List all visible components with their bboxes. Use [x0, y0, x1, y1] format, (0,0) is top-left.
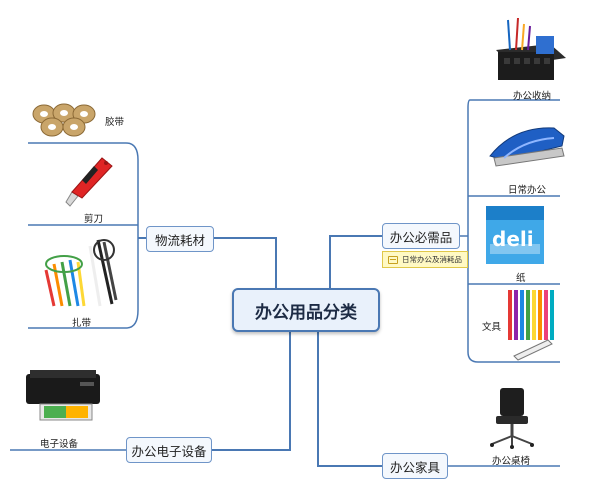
desk-organizer-image: [496, 17, 566, 80]
topic-electronics[interactable]: 办公电子设备: [126, 437, 212, 463]
leaf-stationery[interactable]: 文具: [482, 322, 502, 333]
leaf-scissors[interactable]: 剪刀: [84, 214, 104, 225]
topic-furniture[interactable]: 办公家具: [382, 453, 448, 479]
leaf-desk-chair[interactable]: 办公桌椅: [492, 456, 531, 467]
utility-knife-image: [65, 157, 113, 207]
leaf-paper[interactable]: 纸: [516, 273, 526, 284]
paper-pack-image: deli: [486, 206, 544, 264]
leaf-electronic-devices[interactable]: 电子设备: [40, 439, 79, 450]
note-icon: [388, 255, 398, 264]
cable-ties-image: [44, 239, 118, 307]
topic-supplies[interactable]: 办公必需品: [382, 223, 460, 249]
central-topic[interactable]: 办公用品分类: [232, 288, 380, 332]
leaf-storage[interactable]: 办公收纳: [513, 91, 552, 102]
leaf-tape[interactable]: 胶带: [105, 117, 125, 128]
stapler-image: [489, 127, 565, 167]
note-text: 日常办公及消耗品: [402, 255, 462, 264]
markers-image: [508, 290, 554, 361]
supplies-note[interactable]: 日常办公及消耗品: [382, 251, 468, 268]
leaf-daily-office[interactable]: 日常办公: [508, 185, 547, 196]
tape-rolls-image: [32, 103, 96, 137]
topic-logistics[interactable]: 物流耗材: [146, 226, 214, 252]
leaf-cable-ties[interactable]: 扎带: [72, 318, 92, 329]
paper-brand-text: deli: [492, 227, 534, 251]
office-chair-image: [490, 388, 534, 449]
printer-image: [26, 370, 100, 421]
